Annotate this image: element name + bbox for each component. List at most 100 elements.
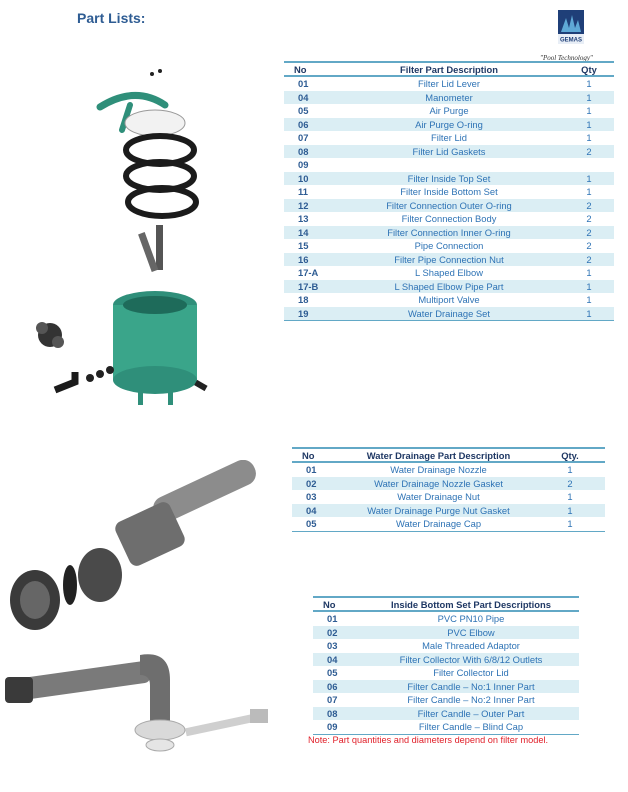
cell-description: Multiport Valve <box>418 294 480 306</box>
cell-description: Filter Connection Outer O-ring <box>334 198 564 212</box>
cell-no: 04 <box>292 503 342 517</box>
column-header-qty: Qty. <box>535 447 605 463</box>
table-row: 09 <box>284 158 614 172</box>
cell-no: 16 <box>284 252 334 266</box>
cell-no: 03 <box>327 640 338 652</box>
cell-qty: 1 <box>586 294 592 306</box>
nozzle-gasket-icon <box>63 565 77 605</box>
table-row: 07 Filter Candle – No:2 Inner Part <box>313 693 579 707</box>
filter-tank-icon <box>113 291 197 405</box>
column-header-description: Filter Part Description <box>334 61 564 77</box>
cell-no: 02 <box>292 476 342 490</box>
cell-no: 04 <box>284 90 334 104</box>
cell-qty: 1 <box>564 171 614 185</box>
cell-no: 06 <box>284 117 334 131</box>
filter-exploded-drawing <box>36 69 208 405</box>
cell-no: 18 <box>298 294 309 306</box>
drainage-nut-icon <box>78 548 122 602</box>
cell-no: 12 <box>284 198 334 212</box>
cell-qty: 1 <box>535 503 605 517</box>
cell-qty <box>564 158 614 172</box>
table-row: 18 Multiport Valve 1 <box>284 293 614 307</box>
cell-description: Filter Lid Gaskets <box>334 144 564 158</box>
lid-gasket-icon <box>125 185 199 219</box>
multiport-valve-icon <box>36 322 64 348</box>
cell-no: 06 <box>313 679 363 693</box>
cell-no: 05 <box>298 105 309 117</box>
drainage-parts-table: No Water Drainage Part Description Qty. … <box>292 447 605 532</box>
cell-description: Filter Candle – No:1 Inner Part <box>363 679 579 693</box>
cell-description: Filter Connection Inner O-ring <box>334 225 564 239</box>
cell-no: 07 <box>327 694 338 706</box>
cell-description: Pipe Connection <box>414 240 484 252</box>
cell-no: 17-B <box>284 279 334 293</box>
cell-description: Water Drainage Nozzle Gasket <box>342 476 535 490</box>
cell-description: PVC PN10 Pipe <box>437 613 505 625</box>
cell-no: 14 <box>284 225 334 239</box>
column-header-no: No <box>292 447 342 463</box>
cell-no: 07 <box>298 132 309 144</box>
page-title: Part Lists: <box>77 10 146 26</box>
cell-qty: 2 <box>564 252 614 266</box>
cell-description: Filter Lid <box>431 132 467 144</box>
cell-description: L Shaped Elbow <box>415 267 483 279</box>
cell-description: Filter Candle – No:2 Inner Part <box>407 694 535 706</box>
cell-qty: 1 <box>564 279 614 293</box>
cell-description: Air Purge O-ring <box>334 117 564 131</box>
quantity-note: Note: Part quantities and diameters depe… <box>308 735 549 745</box>
cell-no: 09 <box>298 159 309 171</box>
pvc-elbow-icon <box>140 654 170 730</box>
cell-no: 17-A <box>298 267 319 279</box>
inside-bottom-set-drawing <box>5 654 268 752</box>
cell-description: Filter Inside Top Set <box>334 171 564 185</box>
tagline: "Pool Technology" <box>540 54 593 62</box>
cell-qty: 1 <box>564 117 614 131</box>
cell-qty: 2 <box>564 225 614 239</box>
cell-no: 01 <box>298 78 309 90</box>
filter-candle-icon <box>185 709 268 737</box>
cell-description: Filter Collector With 6/8/12 Outlets <box>363 652 579 666</box>
cell-no: 11 <box>298 186 308 198</box>
column-header-no: No <box>284 61 334 77</box>
column-header-description: Inside Bottom Set Part Descriptions <box>363 596 579 612</box>
cell-description: Filter Inside Bottom Set <box>400 186 498 198</box>
cell-qty: 1 <box>586 186 592 198</box>
cell-description: Filter Pipe Connection Nut <box>334 252 564 266</box>
cell-description: Manometer <box>334 90 564 104</box>
cell-no: 08 <box>284 144 334 158</box>
cell-no: 19 <box>284 306 334 321</box>
cell-description: L Shaped Elbow Pipe Part <box>334 279 564 293</box>
cell-no: 08 <box>313 706 363 720</box>
column-header-qty: Qty <box>564 61 614 77</box>
cell-no: 09 <box>313 720 363 735</box>
cell-description <box>334 158 564 172</box>
cell-description: Water Drainage Nut <box>397 491 480 503</box>
column-header-no: No <box>313 596 363 612</box>
cell-description: Water Drainage Nozzle <box>390 464 487 476</box>
cell-qty: 1 <box>567 491 573 503</box>
cell-qty: 2 <box>586 240 592 252</box>
cell-qty: 1 <box>586 105 592 117</box>
cell-qty: 2 <box>586 213 592 225</box>
